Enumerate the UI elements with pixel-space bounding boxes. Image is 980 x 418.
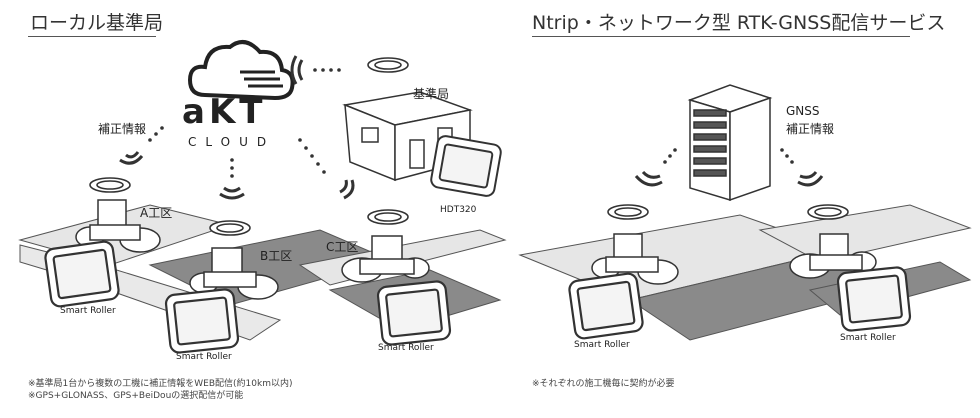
ntrip-network-illustration bbox=[518, 84, 972, 341]
right-note-1: ※それぞれの施工機毎に契約が必要 bbox=[532, 379, 675, 389]
akt-logo-word: aKT bbox=[182, 92, 267, 132]
gnss-label: GNSS bbox=[786, 104, 820, 118]
heading-underline bbox=[532, 36, 910, 37]
smart-roller-tablet-icon bbox=[44, 240, 452, 354]
gnss-antenna-icon bbox=[89, 57, 409, 236]
left-note-2: ※GPS+GLONASS、GPS+BeiDouの選択配信が可能 bbox=[28, 391, 244, 401]
akt-logo-sub: CLOUD bbox=[188, 135, 276, 149]
smart-roller-b-label: Smart Roller bbox=[176, 352, 232, 362]
signal-dots bbox=[148, 68, 341, 178]
smart-roller-tablet-icon bbox=[568, 266, 912, 340]
area-a-label: A工区 bbox=[140, 206, 173, 220]
base-station-label: 基準局 bbox=[413, 87, 450, 101]
hdt320-device-icon bbox=[430, 135, 502, 197]
smart-roller-left-label: Smart Roller bbox=[574, 340, 630, 350]
correction-info-label: 補正情報 bbox=[98, 122, 147, 136]
server-rack-icon bbox=[687, 84, 773, 202]
signal-wave-icon bbox=[119, 55, 355, 200]
smart-roller-c-label: Smart Roller bbox=[378, 343, 434, 353]
signal-wave-icon bbox=[634, 170, 824, 187]
signal-dots bbox=[663, 148, 794, 164]
road-area-right bbox=[758, 204, 972, 263]
smart-roller-right-label: Smart Roller bbox=[840, 333, 896, 343]
roller-icon bbox=[591, 233, 877, 285]
local-base-station-heading: ローカル基準局 bbox=[30, 12, 164, 34]
gnss-correction-label: 補正情報 bbox=[786, 122, 835, 136]
smart-roller-a-label: Smart Roller bbox=[60, 306, 116, 316]
left-note-1: ※基準局1台から複数の工機に補正情報をWEB配信(約10km以内) bbox=[28, 379, 293, 389]
area-b-label: B工区 bbox=[260, 249, 293, 263]
area-c-label: C工区 bbox=[326, 240, 359, 254]
heading-underline bbox=[28, 36, 156, 37]
gnss-antenna-icon bbox=[607, 204, 849, 220]
local-base-station-illustration bbox=[18, 40, 507, 354]
roller-icon bbox=[75, 199, 430, 300]
ntrip-network-panel: Ntrip・ネットワーク型 RTK-GNSS配信サービス GNSS 補正情報 S… bbox=[510, 0, 980, 418]
local-base-station-panel: ローカル基準局 aKT CLOUD 補正情報 基準局 HDT320 A工区 B工… bbox=[18, 12, 507, 401]
hdt320-label: HDT320 bbox=[440, 205, 477, 215]
ntrip-heading: Ntrip・ネットワーク型 RTK-GNSS配信サービス bbox=[532, 12, 946, 34]
cloud-icon bbox=[187, 40, 295, 101]
